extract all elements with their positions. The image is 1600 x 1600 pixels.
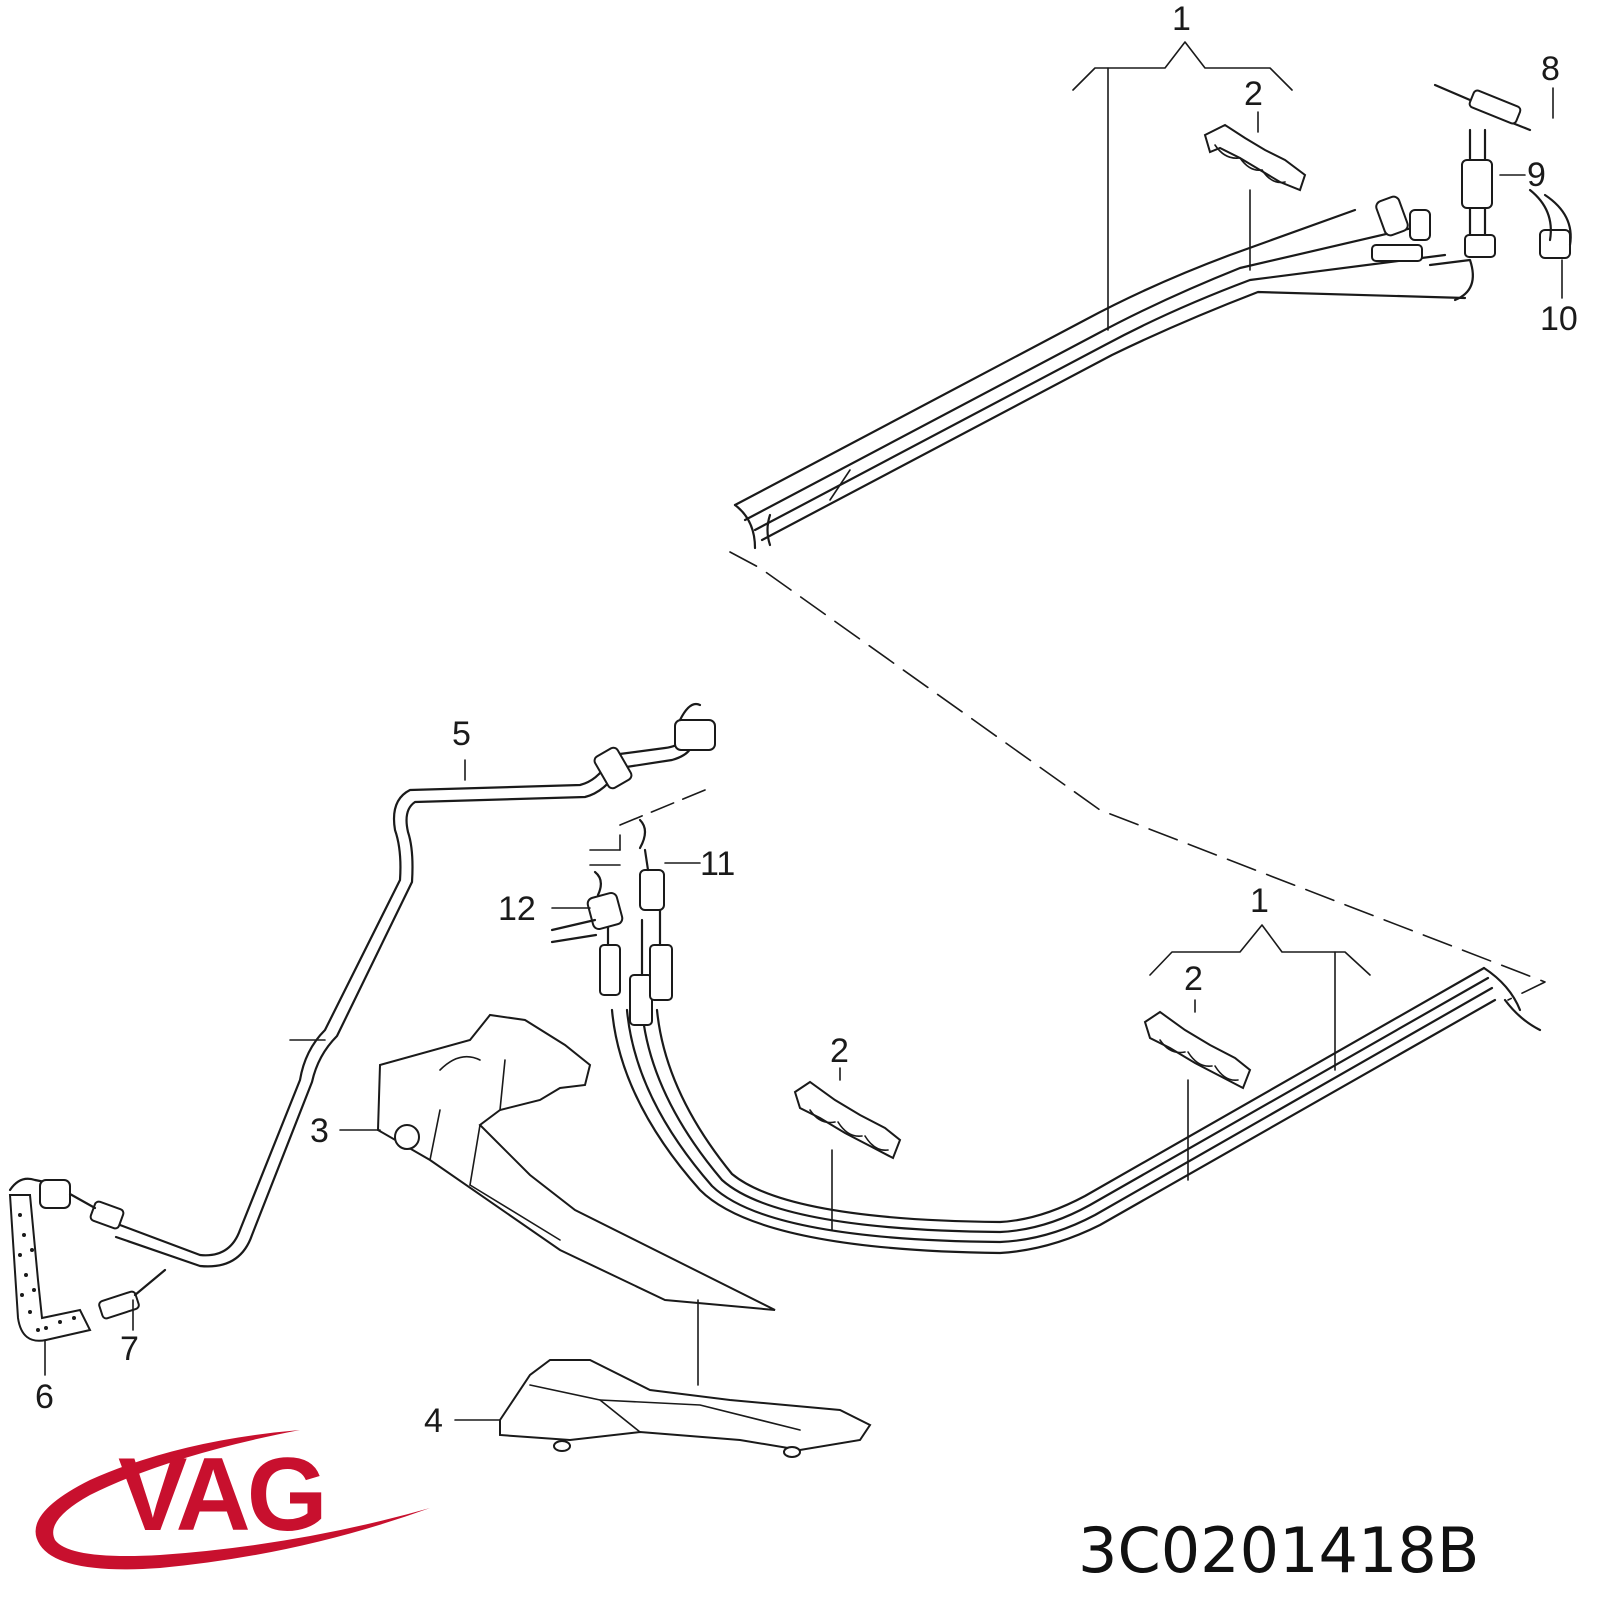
logo-swoosh xyxy=(35,1430,431,1570)
callout-9: 9 xyxy=(1527,156,1546,194)
callout-7: 7 xyxy=(120,1330,139,1368)
callout-4: 4 xyxy=(424,1402,443,1440)
lower-callout-leaders xyxy=(44,759,1371,1421)
upper-connectors xyxy=(1371,83,1572,302)
fittings-11-12 xyxy=(550,818,665,944)
callout-8: 8 xyxy=(1541,50,1560,88)
callout-2-top: 2 xyxy=(1244,75,1263,113)
callout-6: 6 xyxy=(35,1378,54,1416)
callout-2-bottom-right: 2 xyxy=(1184,960,1203,998)
bracket-3 xyxy=(376,1013,776,1311)
callout-10: 10 xyxy=(1540,300,1578,338)
callout-1-top: 1 xyxy=(1172,0,1191,38)
lower-fuel-line-bundle xyxy=(599,888,1542,1255)
upper-clip xyxy=(1203,123,1307,192)
part-number: 3C0201418B xyxy=(1078,1514,1479,1587)
hose-5 xyxy=(89,702,716,1268)
callout-3: 3 xyxy=(310,1112,329,1150)
upper-fuel-line-bundle xyxy=(733,208,1467,550)
hose-6 xyxy=(8,1177,167,1342)
upper-callout-leaders xyxy=(1072,41,1563,331)
callout-11: 11 xyxy=(700,845,735,883)
logo-text: VAG xyxy=(118,1437,324,1553)
lower-clip-right xyxy=(1143,1010,1252,1090)
callout-5: 5 xyxy=(452,715,471,753)
connection-dash-5-11 xyxy=(619,789,706,851)
callout-1-bottom: 1 xyxy=(1250,882,1269,920)
vag-logo: VAG xyxy=(35,1430,431,1570)
dashed-separator xyxy=(729,551,1546,1001)
lower-clip-mid xyxy=(793,1080,902,1160)
cover-4 xyxy=(499,1359,872,1458)
callout-12: 12 xyxy=(498,890,536,928)
callout-2-bottom-mid: 2 xyxy=(830,1032,849,1070)
